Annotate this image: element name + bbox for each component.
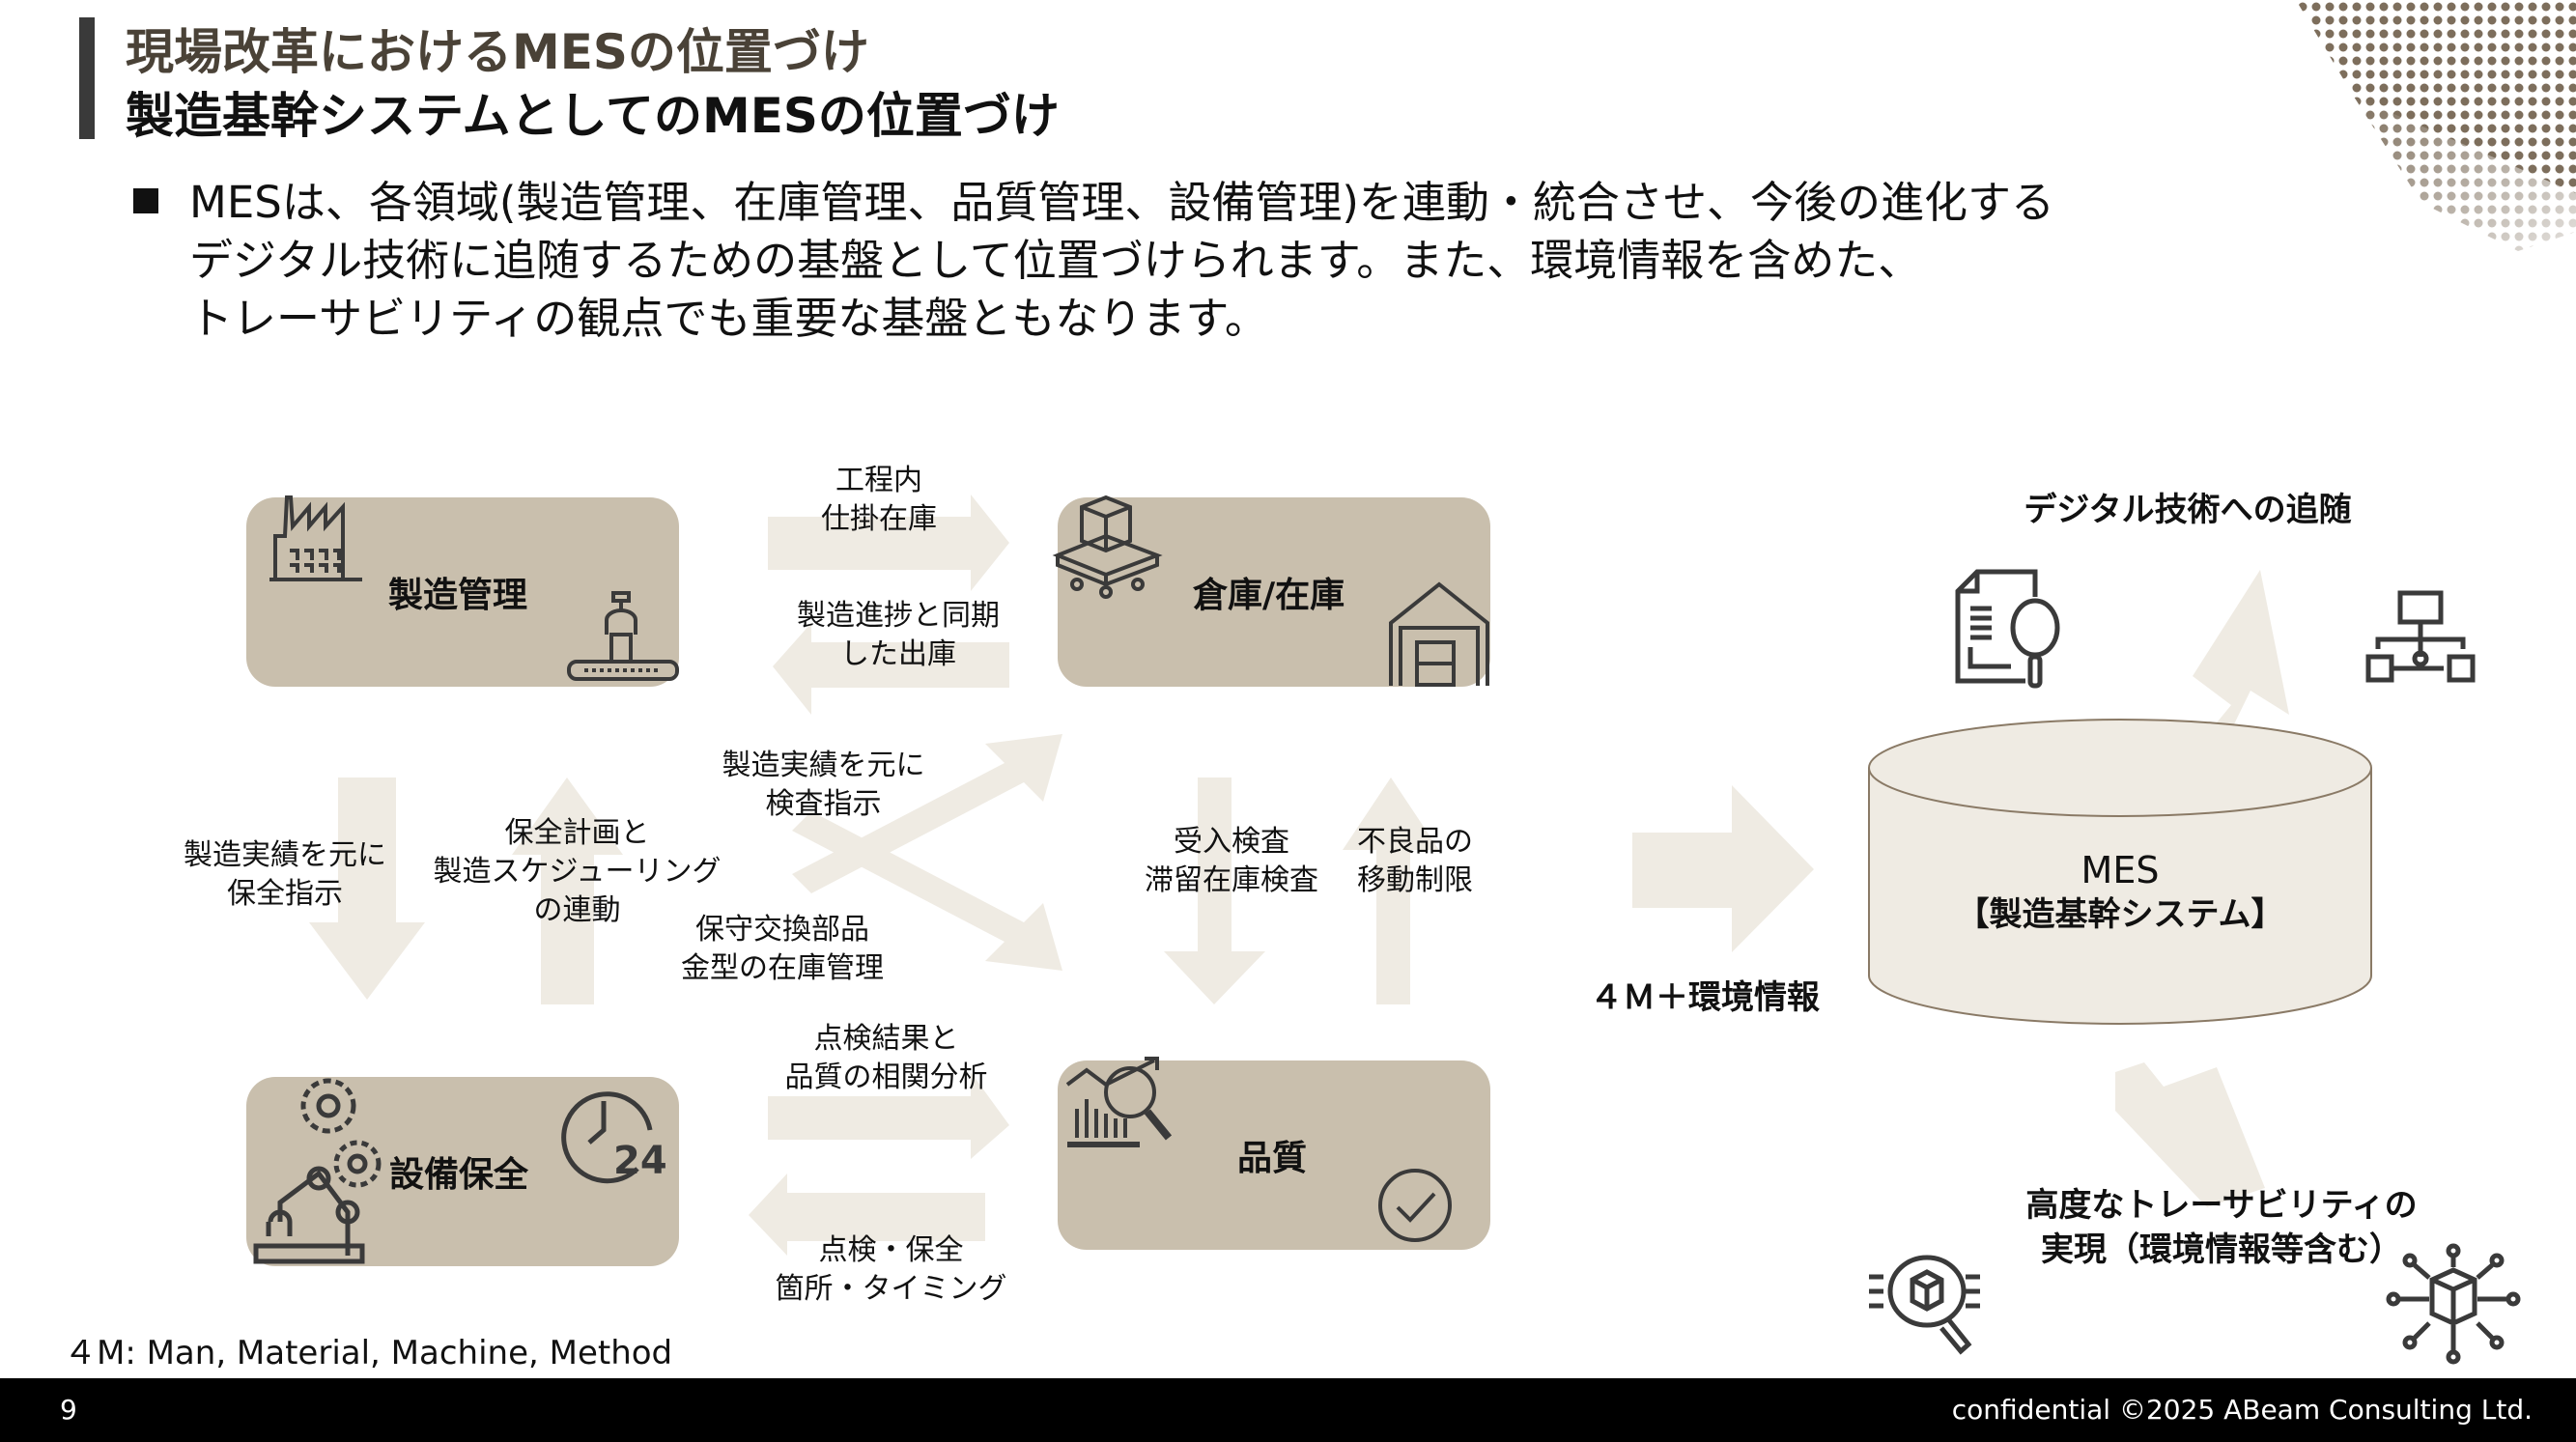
description-text: MESは、各領域(製造管理、在庫管理、品質管理、設備管理)を連動・統合させ、今後… [189,174,2054,348]
flow-label-wip: 工程内仕掛在庫 [821,464,937,536]
digital-tech-label: デジタル技術への追随 [2024,491,2352,529]
description-line-3: トレーサビリティの観点でも重要な基盤ともなります。 [189,293,1268,344]
box-manufacturing: 製造管理 [246,495,679,687]
title-accent-bar [79,17,95,139]
factory-icon [269,495,362,581]
document-search-icon [1955,569,2060,689]
analytics-magnifier-icon [1065,1057,1173,1147]
box-maintenance: 設備保全 24 [246,1077,679,1266]
input-label-4m-environment: ４Ｍ＋環境情報 [1590,978,1820,1017]
box-label-warehouse: 倉庫/在庫 [1193,576,1345,615]
mes-database-cylinder [1868,719,2372,1025]
flow-label-defect-restriction: 不良品の移動制限 [1357,825,1473,897]
pallet-box-icon [1052,495,1163,599]
connected-cube-icon [2386,1243,2521,1365]
copyright-text: confidential ©2025 ABeam Consulting Ltd. [1951,1394,2533,1426]
page-title: 製造基幹システムとしてのMESの位置づけ [126,88,1060,144]
clock-24-icon: 24 [561,1091,667,1184]
flow-label-inspection-instruction: 製造実績を元に検査指示 [722,749,925,821]
mes-subtitle: 【製造基幹システム】 [1956,895,2284,934]
flow-label-parts-inventory: 保守交換部品金型の在庫管理 [681,913,884,985]
box-label-maintenance: 設備保全 [389,1155,529,1195]
checkmark-circle-icon [1378,1169,1452,1242]
warehouse-building-icon [1389,581,1489,687]
description-line-1: MESは、各領域(製造管理、在庫管理、品質管理、設備管理)を連動・統合させ、今後… [189,177,2054,228]
box-warehouse: 倉庫/在庫 [1052,495,1490,687]
svg-text:24: 24 [613,1139,667,1183]
mes-label: MES 【製造基幹システム】 [1864,848,2376,937]
box-label-quality: 品質 [1237,1139,1308,1178]
flow-label-correlation-analysis: 点検結果と品質の相関分析 [784,1022,988,1094]
robot-gears-icon [253,1078,382,1264]
flow-label-receiving-inspection: 受入検査滞留在庫検査 [1145,825,1318,897]
flow-label-maintenance-instruction: 製造実績を元に保全指示 [184,838,386,911]
page-number: 9 [60,1394,77,1426]
mes-title: MES [2081,849,2160,891]
bullet-marker [133,188,158,213]
flow-label-synced-shipping: 製造進捗と同期した出庫 [797,599,1000,671]
flow-label-inspection-timing: 点検・保全箇所・タイミング [775,1233,1007,1306]
footnote-4m: ４M: Man, Material, Machine, Method [64,1334,673,1372]
box-quality: 品質 [1058,1057,1490,1250]
product-search-icon [1869,1255,1980,1355]
description-line-2: デジタル技術に追随するための基盤として位置づけられます。また、環境情報を含めた、 [189,235,1922,286]
flowchart-icon [2365,590,2476,683]
box-label-manufacturing: 製造管理 [388,576,528,615]
traceability-label: 高度なトレーサビリティの実現（環境情報等含む） [2025,1186,2418,1269]
halftone-decoration [2296,0,2576,251]
robot-arm-conveyor-icon [567,591,679,681]
footer-bar [0,1378,2576,1442]
page-subtitle: 現場改革におけるMESの位置づけ [126,24,869,80]
flow-label-schedule-link: 保全計画と製造スケジューリングの連動 [433,816,722,927]
